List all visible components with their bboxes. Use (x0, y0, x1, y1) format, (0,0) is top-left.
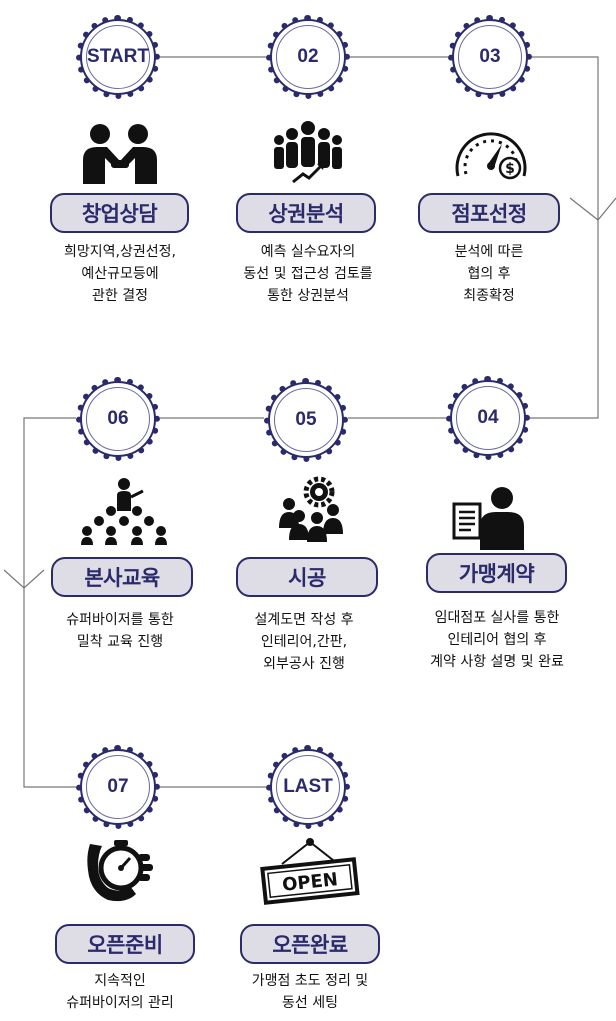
desc-line: 분석에 따른 (454, 244, 524, 260)
step-description: 임대점포 실사를 통한 인테리어 협의 후 계약 사항 설명 및 완료 (402, 607, 592, 673)
svg-text:$: $ (505, 161, 515, 177)
step-title: 시공 (288, 566, 326, 590)
desc-line: 인테리어 협의 후 (447, 632, 547, 648)
step-number: 04 (477, 407, 499, 428)
step-number: 06 (107, 408, 129, 429)
step-circle-05: 05 (264, 378, 348, 462)
step-number: 05 (295, 409, 317, 430)
desc-line: 최종확정 (463, 288, 515, 304)
desc-line: 슈퍼바이저의 관리 (66, 995, 174, 1011)
desc-line: 임대점포 실사를 통한 (434, 610, 560, 626)
step-number: 07 (107, 776, 129, 797)
team-gear-icon (279, 476, 343, 542)
step-circle-start: START (76, 15, 160, 99)
step-circle-02: 02 (266, 15, 350, 99)
desc-line: 외부공사 진행 (263, 656, 345, 672)
desc-line: 지속적인 (94, 973, 146, 989)
step-description: 분석에 따른 협의 후 최종확정 (394, 241, 584, 307)
step-description: 슈퍼바이저를 통한 밀착 교육 진행 (25, 609, 215, 653)
step-title: 오픈완료 (272, 933, 348, 957)
desc-line: 협의 후 (467, 266, 511, 282)
step-number: START (87, 46, 149, 67)
desc-line: 희망지역,상권선정, (64, 244, 176, 260)
step-circle-03: 03 (448, 15, 532, 99)
step-title-pill: 상권분석 (236, 193, 376, 233)
step-title-pill: 창업상담 (50, 193, 189, 233)
open-sign-icon: OPEN (260, 838, 360, 905)
step-title: 가맹계약 (458, 562, 535, 586)
gauge-dollar-icon: $ (455, 132, 527, 180)
step-title-pill: 본사교육 (51, 557, 193, 597)
step-title-pill: 시공 (236, 557, 378, 597)
desc-line: 예산규모등에 (81, 266, 159, 282)
step-circle-07: 07 (76, 745, 160, 829)
step-title-pill: 오픈완료 (240, 924, 380, 964)
step-title: 상권분석 (268, 202, 344, 226)
step-circle-06: 06 (76, 377, 160, 461)
step-number: 02 (297, 46, 319, 67)
desc-line: 동선 세팅 (282, 995, 338, 1011)
people-group-growth-icon (274, 121, 342, 184)
presenter-audience-icon (81, 478, 167, 545)
hand-stopwatch-icon (87, 840, 153, 902)
desc-line: 인테리어,간판, (260, 634, 348, 650)
desc-line: 슈퍼바이저를 통한 (66, 612, 174, 628)
step-circle-last: LAST (266, 745, 350, 829)
person-document-icon (452, 487, 524, 550)
step-title-pill: 가맹계약 (426, 553, 567, 593)
step-title: 점포선정 (451, 202, 527, 226)
desc-line: 가맹점 초도 정리 및 (251, 973, 369, 989)
step-title: 본사교육 (84, 566, 160, 590)
step-title-pill: 오픈준비 (55, 924, 195, 964)
desc-line: 설계도면 작성 후 (254, 612, 354, 628)
step-number: LAST (283, 776, 333, 797)
step-number: 03 (479, 46, 501, 67)
step-description: 가맹점 초도 정리 및 동선 세팅 (215, 970, 405, 1014)
desc-line: 관한 결정 (92, 288, 148, 304)
desc-line: 통한 상권분석 (267, 288, 349, 304)
step-description: 설계도면 작성 후 인테리어,간판, 외부공사 진행 (209, 609, 399, 675)
desc-line: 예측 실수요자의 (260, 244, 356, 260)
step-description: 희망지역,상권선정, 예산규모등에 관한 결정 (25, 241, 215, 307)
handshake-people-icon (83, 124, 157, 184)
step-title: 창업상담 (81, 202, 158, 226)
desc-line: 동선 및 접근성 검토를 (243, 266, 373, 282)
step-title-pill: 점포선정 (418, 193, 560, 233)
step-description: 지속적인 슈퍼바이저의 관리 (25, 970, 215, 1014)
desc-line: 밀착 교육 진행 (76, 634, 164, 650)
desc-line: 계약 사항 설명 및 완료 (430, 654, 564, 670)
step-description: 예측 실수요자의 동선 및 접근성 검토를 통한 상권분석 (213, 241, 403, 307)
step-circle-04: 04 (446, 376, 530, 460)
step-title: 오픈준비 (87, 933, 163, 957)
